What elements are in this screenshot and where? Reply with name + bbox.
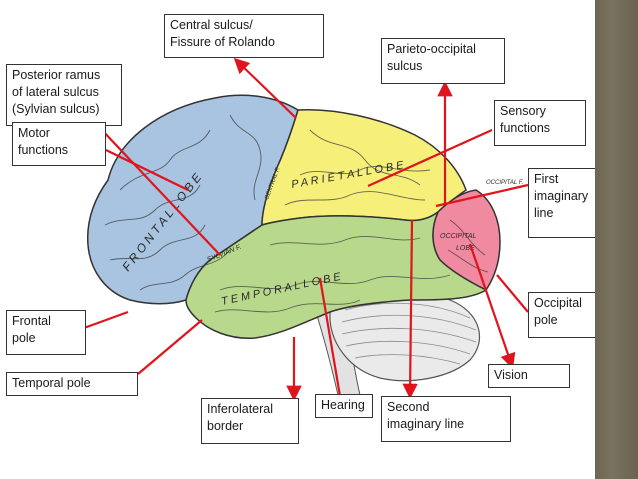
line-hearing bbox=[318, 277, 342, 397]
arrow-vision bbox=[468, 243, 516, 369]
arrow-central-sulcus bbox=[233, 57, 297, 119]
arrow-second-imaginary bbox=[402, 219, 418, 400]
label-motor-functions: Motor functions bbox=[12, 122, 106, 166]
line-posterior-ramus bbox=[99, 127, 221, 256]
label-sensory-functions: Sensory functions bbox=[494, 100, 586, 146]
label-second-imaginary-line: Second imaginary line bbox=[381, 396, 511, 442]
line-first-imaginary bbox=[435, 183, 529, 208]
decorative-sidebar bbox=[595, 0, 638, 479]
label-inferolateral-border: Inferolateral border bbox=[201, 398, 299, 444]
label-posterior-ramus: Posterior ramus of lateral sulcus (Sylvi… bbox=[6, 64, 122, 126]
label-vision: Vision bbox=[488, 364, 570, 388]
label-frontal-pole: Frontal pole bbox=[6, 310, 86, 355]
label-temporal-pole: Temporal pole bbox=[6, 372, 138, 396]
occipital-lobe-text-1: OCCIPITAL bbox=[440, 233, 477, 240]
line-sensory bbox=[367, 128, 493, 188]
label-first-imaginary-line: First imaginary line bbox=[528, 168, 600, 238]
occipital-fissure-text: OCCIPITAL F. bbox=[486, 180, 523, 186]
occipital-lobe-text-2: LOBE bbox=[456, 245, 475, 252]
line-occipital-pole bbox=[496, 274, 529, 313]
line-motor bbox=[105, 149, 189, 191]
label-occipital-pole: Occipital pole bbox=[528, 292, 600, 338]
label-parieto-occipital: Parieto-occipital sulcus bbox=[381, 38, 505, 84]
line-temporal-pole bbox=[137, 319, 203, 375]
line-frontal-pole bbox=[83, 310, 129, 330]
label-hearing: Hearing bbox=[315, 394, 373, 418]
label-central-sulcus: Central sulcus/ Fissure of Rolando bbox=[164, 14, 324, 58]
